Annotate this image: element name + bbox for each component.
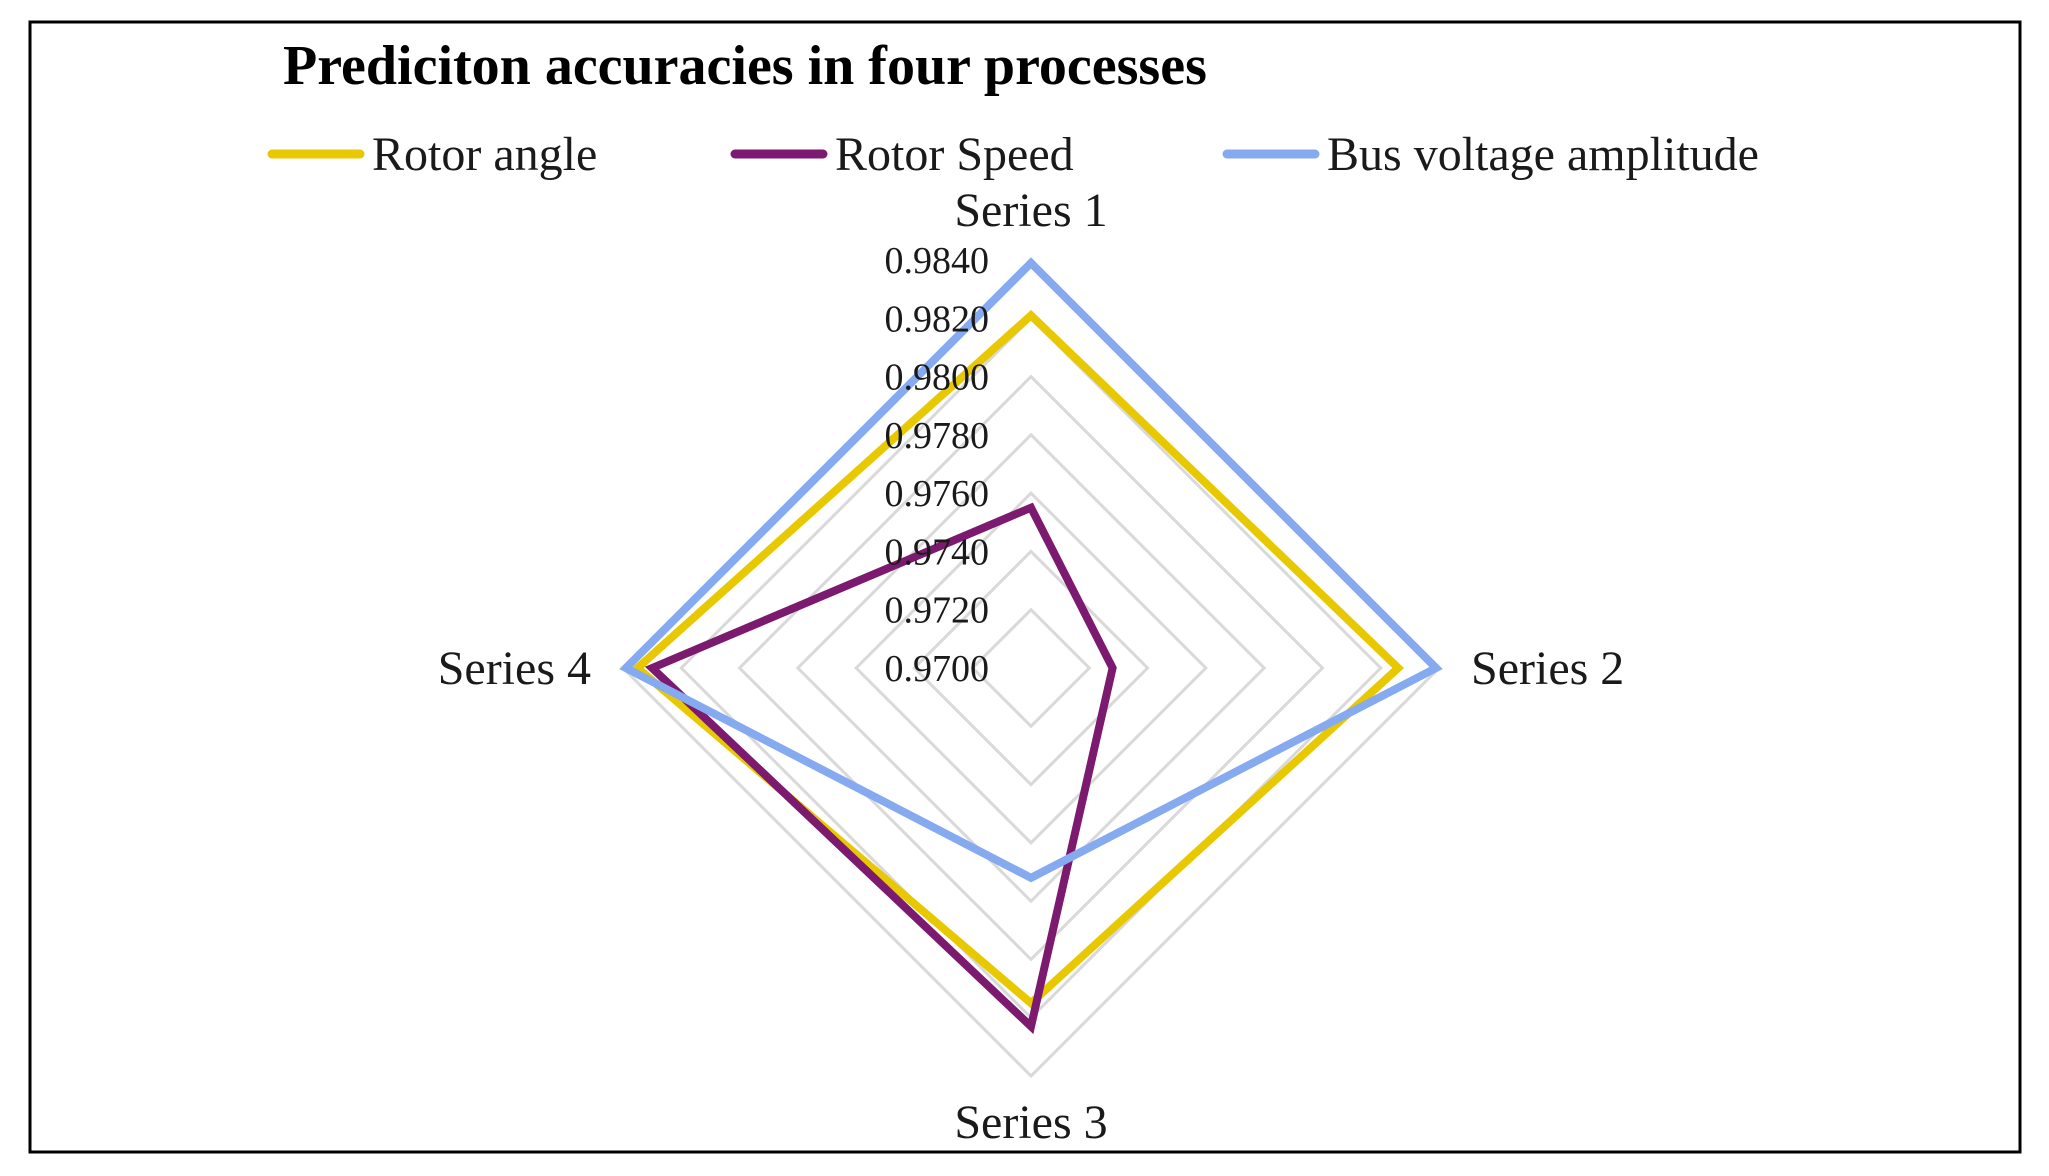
grid-ring	[970, 607, 1092, 729]
category-label: Series 4	[438, 642, 591, 695]
category-label: Series 2	[1471, 642, 1624, 695]
category-labels: Series 1 Series 2 Series 3 Series 4	[438, 184, 1625, 1149]
tick-label: 0.9740	[885, 531, 990, 573]
radial-tick-labels: 0.9700 0.9720 0.9740 0.9760 0.9780 0.9800 0.98…	[885, 240, 990, 690]
legend-label: Bus voltage amplitude	[1327, 128, 1759, 181]
tick-label: 0.9720	[885, 590, 990, 632]
grid-ring	[912, 549, 1150, 787]
chart-title: Prediciton accuracies in four processes	[283, 35, 1207, 97]
grid-ring	[854, 491, 1208, 845]
legend: Rotor angle Rotor Speed Bus voltage amplit…	[267, 128, 1759, 181]
series-line-3	[619, 257, 1443, 883]
tick-label: 0.9760	[885, 473, 990, 515]
tick-label: 0.9780	[885, 415, 990, 457]
series-line-1	[631, 309, 1405, 1009]
radar-series	[619, 257, 1443, 1035]
legend-label: Rotor Speed	[835, 128, 1074, 181]
tick-label: 0.9840	[885, 240, 990, 282]
grid-ring	[795, 432, 1267, 904]
grid-ring	[737, 374, 1325, 962]
category-label: Series 3	[954, 1096, 1107, 1149]
tick-label: 0.9700	[885, 648, 990, 690]
chart-border	[28, 20, 2022, 1154]
tick-label: 0.9820	[885, 298, 990, 340]
legend-label: Rotor angle	[372, 128, 597, 181]
category-label: Series 1	[954, 184, 1107, 237]
series-line-2	[644, 502, 1117, 1035]
tick-label: 0.9800	[885, 357, 990, 399]
